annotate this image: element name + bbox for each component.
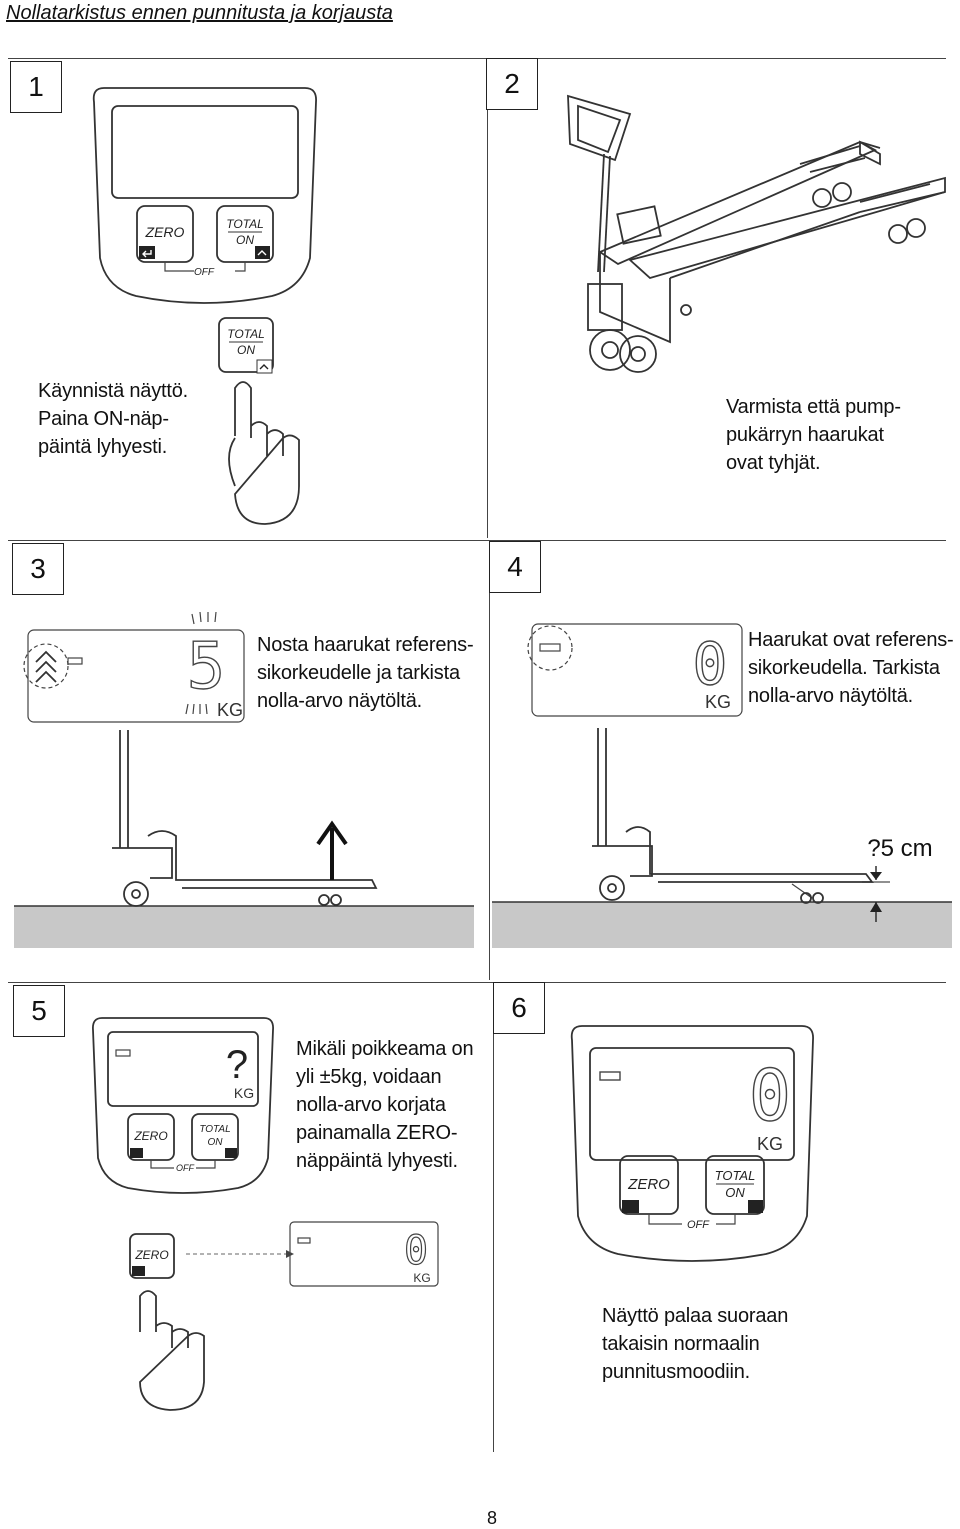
zero-button-closeup: ZERO [129,1233,175,1279]
step-3-caption: Nosta haarukat referens- sikorkeudelle j… [257,634,474,712]
step-6-unit: KG [757,1134,783,1154]
off-step5-label: OFF [176,1163,194,1173]
up-arrows-icon [35,650,57,683]
step-6-caption: Näyttö palaa suoraan takaisin normaalin … [602,1305,789,1383]
step-4-caption: Haarukat ovat referens- sikorkeudella. T… [748,629,954,707]
step-3-pallet-jack-side [14,730,474,948]
step-5-result-digit: 0 [404,1228,428,1274]
step-number-6: 6 [493,982,545,1034]
step-5-result-display: 0 KG [289,1221,439,1287]
total-on-button-step-5[interactable]: TOTAL ON [191,1113,239,1161]
step-5-unit: KG [234,1085,254,1101]
step-5-result-unit: KG [413,1271,430,1285]
divider-top [8,58,946,59]
zero-button-step-5[interactable]: ZERO [127,1113,175,1161]
total-step5-label: TOTAL [199,1124,230,1135]
step-2-pallet-jack [567,94,946,373]
pointing-hand-icon-step-5 [139,1290,205,1411]
step-number-5: 5 [13,985,65,1037]
divider-vertical-3 [493,982,494,1452]
step-5-question-mark: ? [226,1043,248,1087]
on-step6-label: ON [725,1185,745,1200]
on-step5-label: ON [208,1137,224,1148]
step-4-display: 0 KG [527,623,743,717]
total-on-button-closeup: TOTAL ON [218,317,274,374]
page-title: Nollatarkistus ennen punnitusta ja korja… [6,2,393,24]
step-4-unit: KG [705,692,731,712]
lift-up-arrow-icon [316,820,348,880]
zero-button-label: ZERO [145,224,185,240]
zero-step6-label: ZERO [627,1176,670,1193]
total-on-button[interactable]: TOTAL ON [216,205,274,263]
step-4-digit: 0 [693,630,728,698]
pointing-hand-icon [228,381,300,525]
zero-closeup-label: ZERO [134,1248,168,1262]
divider-middle-1 [8,540,946,541]
step-5-caption: Mikäli poikkeama on yli ±5kg, voidaan no… [296,1038,474,1172]
step-1-caption: Käynnistä näyttö. Paina ON-näp- päintä l… [38,380,189,458]
step-1-scale-display: ZERO TOTAL ON OFF [92,87,317,304]
step-6-digit: 0 [749,1055,791,1137]
off-label: OFF [194,267,215,278]
off-step6-label: OFF [687,1219,710,1231]
step-3-unit: KG [217,700,243,720]
height-dimension-marker [862,866,890,922]
on-button-label: ON [236,233,254,247]
step-5-scale-display: ? KG ZERO TOTAL ON OFF [92,1017,274,1194]
divider-vertical-2 [489,540,490,980]
total-button-label: TOTAL [226,217,264,231]
page-number: 8 [487,1508,498,1528]
step-number-2: 2 [486,58,538,110]
total-on-button-step-6[interactable]: TOTAL ON [705,1155,765,1215]
zero-button[interactable]: ZERO [136,205,194,263]
step-number-3: 3 [12,543,64,595]
step-number-1: 1 [10,61,62,113]
height-label: ?5 cm [867,835,932,862]
zero-step5-label: ZERO [133,1129,167,1143]
step-3-display: 5 KG [23,611,245,723]
step-3-digit: 5 [187,630,226,704]
on-closeup-label: ON [237,343,255,357]
zero-button-step-6[interactable]: ZERO [619,1155,679,1215]
step-number-4: 4 [489,541,541,593]
total-step6-label: TOTAL [715,1168,756,1183]
divider-vertical-1 [487,58,488,538]
step-2-caption: Varmista että pump- pukärryn haarukat ov… [726,396,901,474]
step-1-press-illustration: TOTAL ON [218,317,300,525]
divider-middle-2 [8,982,946,983]
total-closeup-label: TOTAL [227,327,265,341]
step-6-scale-display: 0 KG ZERO TOTAL ON OFF [570,1025,814,1262]
step-4-pallet-jack-side: ?5 cm [492,728,952,948]
